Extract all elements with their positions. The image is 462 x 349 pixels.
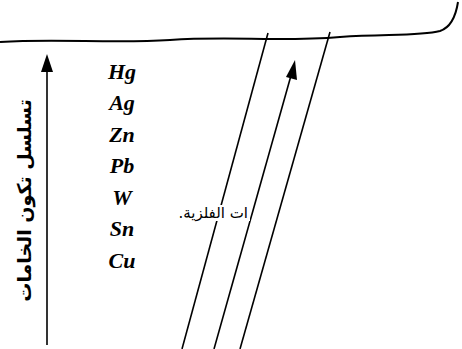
element-symbol: W (112, 186, 132, 210)
element-symbol: Hg (108, 60, 136, 84)
element-symbol: Pb (110, 154, 134, 178)
element-symbol: Sn (110, 217, 134, 241)
element-symbol: Ag (109, 91, 135, 115)
ground-surface (0, 2, 458, 42)
arrow-head (286, 60, 297, 80)
vein-wall (182, 33, 268, 349)
arrow-head (41, 54, 53, 72)
element-symbol: Zn (109, 123, 135, 147)
sequence-arrow (46, 68, 48, 345)
vein-wall (240, 32, 330, 349)
element-symbol: Cu (109, 249, 136, 273)
note-fragment: ات الفلزية. (176, 205, 250, 222)
axis-label: تسلسل تكون الخامات (14, 99, 35, 302)
